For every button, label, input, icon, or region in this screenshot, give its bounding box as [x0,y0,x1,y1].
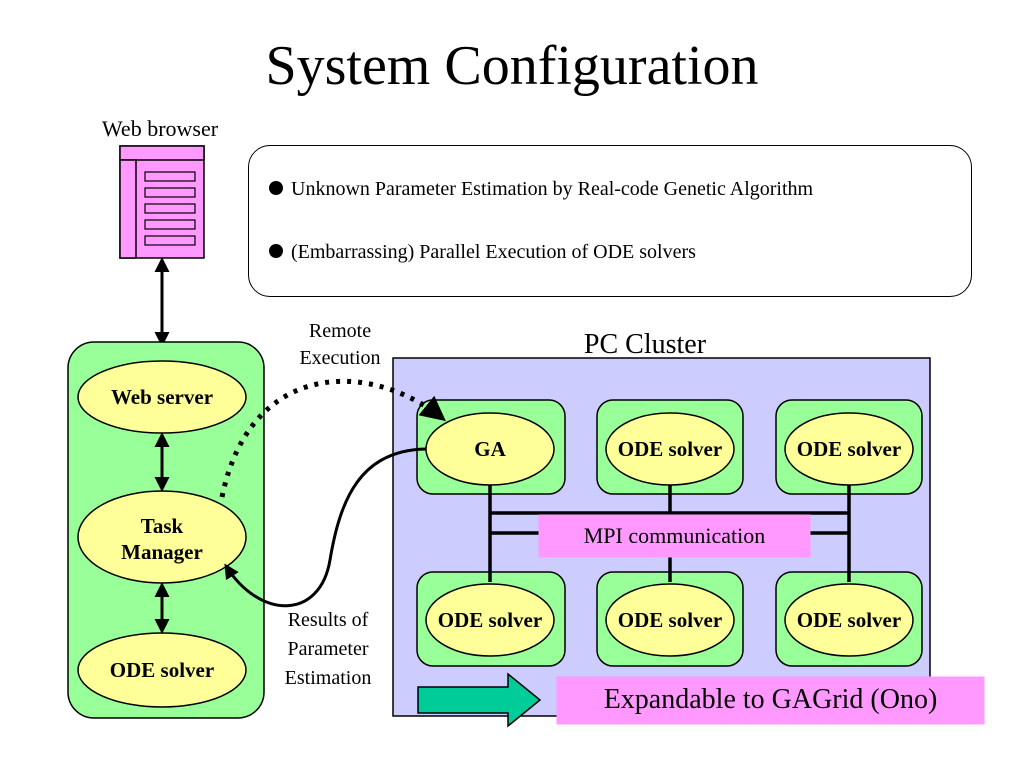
expandable-label: Expandable to GAGrid (Ono) [603,684,938,715]
mpi-communication-label: MPI communication [583,523,766,548]
top-solver-2-label: ODE solver [796,437,902,461]
left-ode-solver-label: ODE solver [109,658,215,682]
ga-label: GA [474,437,506,461]
bullet-dot-icon [269,181,283,196]
bottom-solver-2-node [605,583,735,657]
bullet-item-2: (Embarrassing) Parallel Execution of ODE… [269,239,696,265]
results-arrow [224,447,427,608]
bottom-solver-3-node [784,583,914,657]
results-label: Results of Parameter Estimation [284,609,372,689]
expandable-box [556,676,985,725]
mpi-label-box [538,514,811,558]
web-browser-label: Web browser [101,116,219,141]
top-solver-1-label: ODE solver [617,437,723,461]
pc-cluster-label: PC Cluster [583,329,707,360]
remote-execution-arrow [219,378,446,498]
top-solver-1-node [605,412,735,486]
task-manager-label: Task Manager [121,514,203,564]
bottom-solver-1-node [425,583,555,657]
info-box: Unknown Parameter Estimation by Real-cod… [248,145,972,297]
bullet-item-1: Unknown Parameter Estimation by Real-cod… [269,176,813,202]
bottom-solver-3-label: ODE solver [796,608,902,632]
page-title: System Configuration [265,35,759,97]
top-solver-2-node [784,412,914,486]
expand-arrow-icon [417,672,542,728]
bottom-solver-2-label: ODE solver [617,608,723,632]
bullet-dot-icon [269,244,283,259]
remote-execution-label: Remote Execution [299,320,381,369]
web-browser-icon [119,145,205,259]
bottom-solver-1-label: ODE solver [437,608,543,632]
web-server-label: Web server [110,385,214,409]
